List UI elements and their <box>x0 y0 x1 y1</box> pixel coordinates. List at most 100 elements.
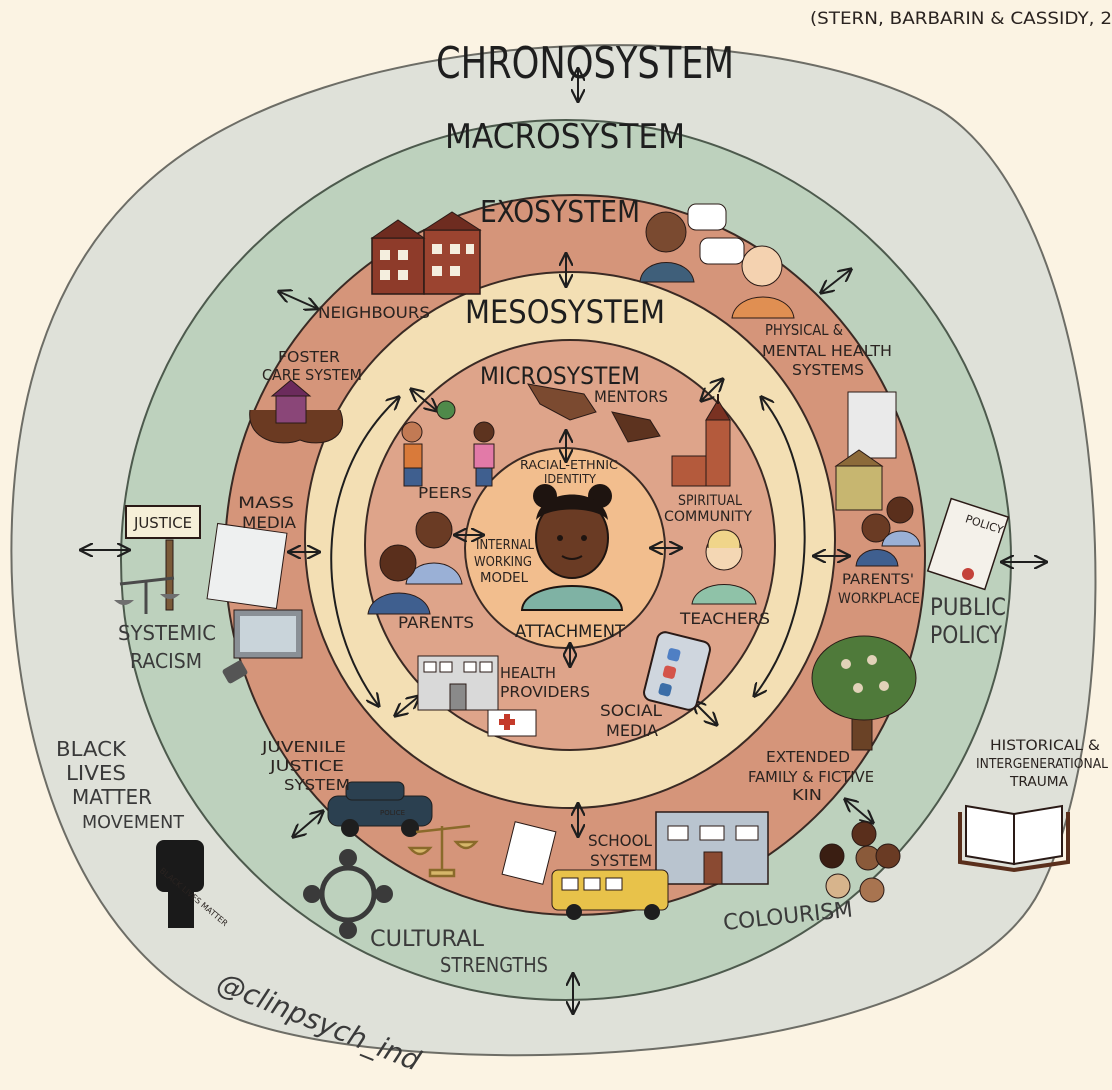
workplace-icon <box>834 391 921 567</box>
arrow-peers <box>412 390 436 410</box>
spiritual-community-label: SPIRITUAL COMMUNITY <box>664 493 752 525</box>
svg-text:INTERGENERATIONAL: INTERGENERATIONAL <box>976 757 1109 772</box>
open-book-icon <box>958 804 1070 873</box>
svg-text:STRENGTHS: STRENGTHS <box>440 953 548 977</box>
cultural-strengths-icon <box>303 849 393 939</box>
arrow-social <box>694 702 716 724</box>
juvenile-justice-label: JUVENILE JUSTICE SYSTEM <box>261 738 350 794</box>
arrow-hospital <box>396 697 418 715</box>
physical-mental-health-label: PHYSICAL & MENTAL HEALTH SYSTEMS <box>762 321 892 379</box>
arrow-meso-left <box>330 398 398 705</box>
svg-text:EXTENDED: EXTENDED <box>766 748 850 766</box>
svg-text:HISTORICAL &: HISTORICAL & <box>990 738 1100 754</box>
svg-text:MENTAL HEALTH: MENTAL HEALTH <box>762 342 892 360</box>
peers-kids-icon <box>401 400 495 487</box>
attachment-title: ATTACHMENT <box>515 622 626 642</box>
chronosystem-title: CHRONOSYSTEM <box>436 38 734 89</box>
hospital-icon <box>417 655 537 737</box>
svg-text:SYSTEM: SYSTEM <box>590 851 652 870</box>
arrow-juvenile <box>294 812 322 836</box>
svg-text:MODEL: MODEL <box>480 571 529 586</box>
svg-text:SOCIAL: SOCIAL <box>600 701 662 720</box>
parents-icon <box>367 511 463 615</box>
svg-text:SPIRITUAL: SPIRITUAL <box>678 493 742 509</box>
svg-text:RACISM: RACISM <box>130 649 202 673</box>
svg-text:MEDIA: MEDIA <box>606 721 658 740</box>
svg-text:WORKPLACE: WORKPLACE <box>838 591 920 607</box>
svg-text:JUSTICE: JUSTICE <box>133 514 192 532</box>
svg-text:IDENTITY: IDENTITY <box>544 472 597 486</box>
svg-text:SYSTEM: SYSTEM <box>284 776 350 794</box>
school-system-label: SCHOOL SYSTEM <box>588 831 652 870</box>
citation: (STERN, BARBARIN & CASSIDY, 2 <box>810 9 1112 29</box>
cultural-strengths-label: CULTURAL STRENGTHS <box>370 927 548 977</box>
arrow-spiritual <box>702 380 722 400</box>
internal-working-model-label: INTERNAL WORKING MODEL <box>474 538 535 586</box>
mass-media-icon <box>206 522 303 684</box>
svg-text:JUSTICE: JUSTICE <box>269 757 344 775</box>
neighbours-houses-icon <box>370 211 482 295</box>
svg-text:SYSTEMS: SYSTEMS <box>792 361 864 379</box>
neighbours-label: NEIGHBOURS <box>318 303 430 322</box>
macrosystem-title: MACROSYSTEM <box>445 117 685 157</box>
exosystem-title: EXOSYSTEM <box>480 195 640 230</box>
svg-text:TRAUMA: TRAUMA <box>1009 775 1068 790</box>
school-icon <box>655 811 769 885</box>
mentors-hands-icon <box>527 383 661 443</box>
svg-text:CULTURAL: CULTURAL <box>370 927 485 952</box>
svg-text:KIN: KIN <box>792 786 822 804</box>
svg-text:PHYSICAL &: PHYSICAL & <box>765 321 843 339</box>
svg-text:COMMUNITY: COMMUNITY <box>664 509 752 525</box>
svg-text:FAMILY & FICTIVE: FAMILY & FICTIVE <box>748 768 874 786</box>
health-providers-label: HEALTH PROVIDERS <box>500 664 590 701</box>
skin-tone-dots-icon <box>819 821 901 903</box>
phone-icon <box>643 631 711 711</box>
svg-text:HEALTH: HEALTH <box>500 664 556 682</box>
teacher-icon <box>691 529 757 605</box>
report-card-icon <box>501 821 557 885</box>
public-policy-label: PUBLIC POLICY <box>930 593 1006 649</box>
svg-text:POLICY: POLICY <box>930 621 1002 649</box>
svg-text:FOSTER: FOSTER <box>278 348 340 366</box>
svg-text:PUBLIC: PUBLIC <box>930 593 1006 621</box>
connection-arrows <box>82 70 1045 1012</box>
svg-text:MEDIA: MEDIA <box>242 513 296 532</box>
svg-text:PARENTS': PARENTS' <box>842 572 914 588</box>
historical-trauma-label: HISTORICAL & INTERGENERATIONAL TRAUMA <box>976 738 1109 790</box>
svg-text:PROVIDERS: PROVIDERS <box>500 683 590 701</box>
svg-text:MOVEMENT: MOVEMENT <box>82 812 185 833</box>
svg-text:RACIAL-ETHNIC: RACIAL-ETHNIC <box>520 458 618 472</box>
health-workers-icon <box>639 203 795 319</box>
svg-text:CARE SYSTEM: CARE SYSTEM <box>262 366 362 384</box>
microsystem-title: MICROSYSTEM <box>480 362 640 390</box>
parents-label: PARENTS <box>398 613 474 632</box>
svg-text:SYSTEMIC: SYSTEMIC <box>118 621 216 645</box>
svg-text:BLACK: BLACK <box>56 737 127 761</box>
arrow-meso-right <box>755 398 806 695</box>
svg-text:SCHOOL: SCHOOL <box>588 831 652 850</box>
blm-movement-label: BLACK LIVES MATTER MOVEMENT <box>56 737 185 833</box>
svg-text:MASS: MASS <box>238 493 294 512</box>
arrow-phys-health <box>822 270 850 292</box>
mentors-label: MENTORS <box>594 387 668 406</box>
systemic-racism-label: SYSTEMIC RACISM <box>118 621 216 673</box>
peers-label: PEERS <box>418 484 472 502</box>
school-bus-icon <box>551 869 669 920</box>
teachers-label: TEACHERS <box>679 609 770 628</box>
foster-care-icon <box>249 379 343 444</box>
family-tree-icon <box>811 635 917 751</box>
extended-family-label: EXTENDED FAMILY & FICTIVE KIN <box>748 748 874 804</box>
justice-sign-icon: JUSTICE <box>114 505 201 614</box>
svg-text:MATTER: MATTER <box>72 785 152 809</box>
svg-text:WORKING: WORKING <box>474 555 532 570</box>
child-icon <box>520 484 624 611</box>
church-icon <box>671 394 731 487</box>
svg-text:POLICE: POLICE <box>380 809 405 817</box>
foster-care-label: FOSTER CARE SYSTEM <box>262 348 362 384</box>
police-car-icon: POLICE <box>327 781 433 837</box>
parents-workplace-label: PARENTS' WORKPLACE <box>838 572 920 607</box>
racial-ethnic-identity-label: RACIAL-ETHNIC IDENTITY <box>520 458 618 486</box>
svg-text:LIVES: LIVES <box>66 761 126 785</box>
